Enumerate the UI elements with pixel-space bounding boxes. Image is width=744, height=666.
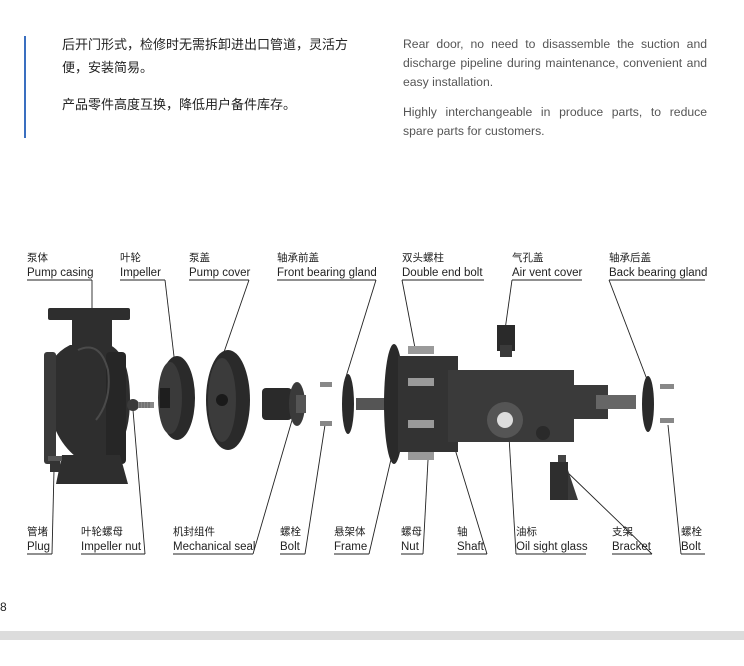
page-number: 8 <box>0 600 7 614</box>
shaft-part <box>570 385 636 419</box>
label-en: Mechanical seal <box>173 541 256 553</box>
label-mechanical-seal: 机封组件 Mechanical seal <box>173 525 255 555</box>
label-cn: 泵体 <box>27 252 48 264</box>
label-cn: 轴承后盖 <box>609 252 651 264</box>
impeller-part <box>158 356 195 440</box>
accent-bar <box>24 36 26 138</box>
label-cn: 螺栓 <box>681 526 702 538</box>
bracket-part <box>550 455 578 500</box>
leader-lines <box>51 279 682 555</box>
mechanical-seal-part <box>262 382 306 426</box>
plug-part <box>48 456 62 472</box>
label-en: Oil sight glass <box>516 541 588 553</box>
pump-cover-part <box>206 350 250 450</box>
label-en: Pump casing <box>27 267 94 279</box>
label-en: Air vent cover <box>512 267 583 279</box>
label-impeller-nut: 叶轮螺母 Impeller nut <box>81 525 141 555</box>
label-bolt-back: 螺栓 Bolt <box>681 525 702 555</box>
label-impeller: 叶轮 Impeller <box>120 251 161 281</box>
label-en: Frame <box>334 541 368 553</box>
intro-cn-paragraph-2: 产品零件高度互换，降低用户备件库存。 <box>62 98 297 113</box>
label-en: Front bearing gland <box>277 267 377 279</box>
label-cn: 叶轮 <box>120 252 141 264</box>
label-cn: 双头螺柱 <box>402 252 444 264</box>
label-oil-sight-glass: 油标 Oil sight glass <box>516 525 588 555</box>
footer-bar <box>0 631 744 640</box>
label-en: Shaft <box>457 541 484 553</box>
label-pump-casing: 泵体 Pump casing <box>27 251 93 281</box>
label-bracket: 支架 Bracket <box>612 525 651 555</box>
frame-part <box>356 344 574 464</box>
label-bolt-front: 螺栓 Bolt <box>280 525 301 555</box>
label-en: Bolt <box>681 541 701 553</box>
label-en: Impeller nut <box>81 541 142 553</box>
front-bearing-gland-part <box>342 374 354 434</box>
pump-casing-part <box>44 308 130 484</box>
label-en: Double end bolt <box>402 267 483 279</box>
label-shaft: 轴 Shaft <box>457 525 484 555</box>
label-en: Bracket <box>612 541 651 553</box>
label-plug: 管堵 Plug <box>27 525 50 555</box>
label-cn: 泵盖 <box>189 252 210 264</box>
label-double-end-bolt: 双头螺柱 Double end bolt <box>402 251 483 281</box>
label-en: Pump cover <box>189 267 251 279</box>
label-cn: 螺母 <box>401 526 422 538</box>
label-front-bearing-gland: 轴承前盖 Front bearing gland <box>277 251 377 281</box>
label-cn: 叶轮螺母 <box>81 526 123 538</box>
impeller-nut-part <box>127 399 154 411</box>
label-en: Impeller <box>120 267 161 279</box>
label-cn: 机封组件 <box>173 526 215 538</box>
label-cn: 气孔盖 <box>512 252 544 264</box>
double-end-bolts-part <box>408 346 434 460</box>
air-vent-cover-part <box>497 325 515 357</box>
intro-cn-paragraph-1: 后开门形式，检修时无需拆卸进出口管道，灵活方便，安装简易。 <box>62 38 349 76</box>
label-cn: 支架 <box>612 526 633 538</box>
label-back-bearing-gland: 轴承后盖 Back bearing gland <box>609 251 707 281</box>
label-frame: 悬架体 Frame <box>334 525 367 555</box>
label-cn: 悬架体 <box>334 526 366 538</box>
label-cn: 螺栓 <box>280 526 301 538</box>
label-en: Bolt <box>280 541 300 553</box>
label-cn: 轴 <box>457 526 468 538</box>
label-cn: 油标 <box>516 526 537 538</box>
label-en: Plug <box>27 541 51 553</box>
label-cn: 轴承前盖 <box>277 252 319 264</box>
intro-en-paragraph-2: Highly interchangeable in produce parts,… <box>403 105 707 138</box>
label-en: Nut <box>401 541 419 553</box>
label-nut: 螺母 Nut <box>401 525 422 555</box>
label-cn: 管堵 <box>27 526 48 538</box>
intro-en-paragraph-1: Rear door, no need to disassemble the su… <box>403 37 707 89</box>
label-pump-cover: 泵盖 Pump cover <box>189 251 250 281</box>
back-bearing-gland-part <box>642 376 674 432</box>
label-en: Back bearing gland <box>609 267 708 279</box>
label-air-vent-cover: 气孔盖 Air vent cover <box>512 251 582 281</box>
front-bolts-part <box>320 382 332 426</box>
